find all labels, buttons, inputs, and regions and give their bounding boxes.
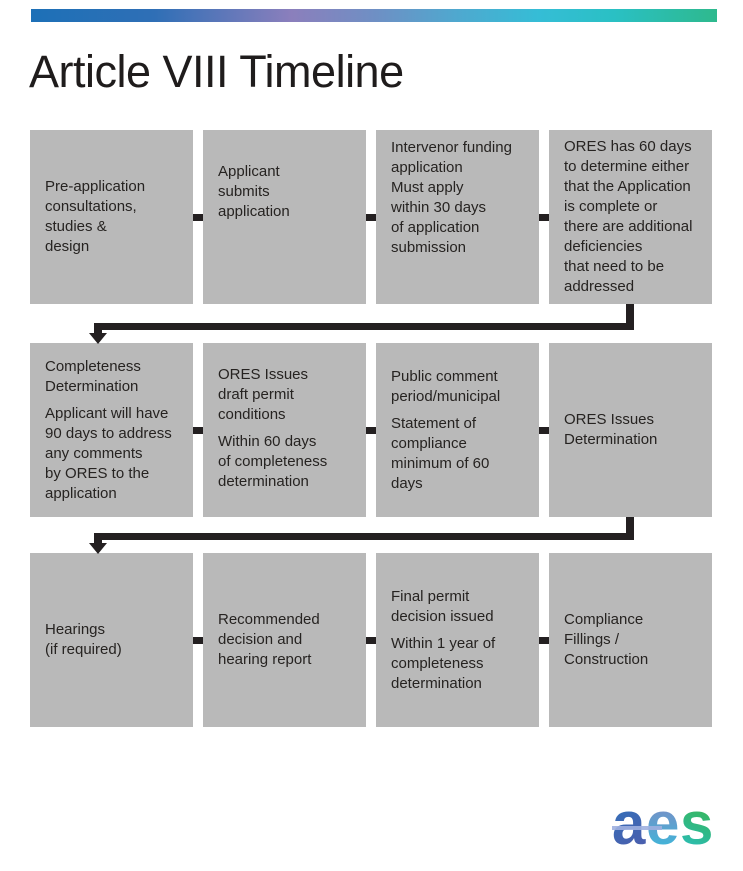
step-text: Applicant will have 90 days to address a… xyxy=(45,405,172,502)
step-applicant-submits-application: Applicant submits application xyxy=(203,130,366,304)
step-text: Final permit decision issued xyxy=(391,587,494,625)
connector-line xyxy=(193,636,203,644)
step-compliance-construction: Compliance Fillings / Construction xyxy=(549,553,712,727)
step-text: Statement of compliance minimum of 60 da… xyxy=(391,415,490,492)
wrap-arrow-horizontal xyxy=(94,533,634,540)
step-public-comment-period: Public comment period/municipal Statemen… xyxy=(376,343,539,517)
connector-line xyxy=(539,426,549,434)
wrap-arrow-vertical-right xyxy=(626,304,634,330)
wrap-arrow-2 xyxy=(30,517,712,554)
arrow-down-icon xyxy=(89,333,107,344)
wrap-arrow-vertical-left xyxy=(94,323,102,337)
step-text: Recommended decision and hearing report xyxy=(218,611,320,668)
wrap-arrow-vertical-left xyxy=(94,533,102,547)
step-intervenor-funding-application: Intervenor funding application Must appl… xyxy=(376,130,539,304)
step-completeness-determination: Completeness Determination Applicant wil… xyxy=(30,343,193,517)
step-text: Completeness Determination xyxy=(45,358,141,395)
logo-letter-s: s xyxy=(680,797,713,849)
step-ores-issues-determination: ORES Issues Determination xyxy=(549,343,712,517)
step-hearings: Hearings (if required) xyxy=(30,553,193,727)
step-ores-60-day-determination: ORES has 60 days to determine either tha… xyxy=(549,130,712,304)
header-gradient-bar xyxy=(31,9,717,22)
step-text: Within 1 year of completeness determinat… xyxy=(391,634,496,692)
step-text: ORES Issues Determination xyxy=(564,411,658,448)
step-pre-application-consultations: Pre-application consultations, studies &… xyxy=(30,130,193,304)
timeline-row-3: Hearings (if required) Recommended decis… xyxy=(30,553,712,727)
connector-line xyxy=(366,636,376,644)
logo-letter-a: a xyxy=(612,797,646,849)
step-text: Public comment period/municipal xyxy=(391,368,501,405)
arrow-down-icon xyxy=(89,543,107,554)
page-title: Article VIII Timeline xyxy=(29,46,404,97)
connector-line xyxy=(193,213,203,221)
wrap-arrow-1 xyxy=(30,304,712,344)
connector-line xyxy=(366,213,376,221)
connector-line xyxy=(366,426,376,434)
wrap-arrow-horizontal xyxy=(94,323,634,330)
step-text: Within 60 days of completeness determina… xyxy=(218,433,328,490)
step-text: Hearings (if required) xyxy=(45,621,122,658)
step-text: Pre-application consultations, studies &… xyxy=(45,178,146,255)
connector-line xyxy=(539,636,549,644)
timeline-row-1: Pre-application consultations, studies &… xyxy=(30,130,712,304)
wrap-arrow-vertical-right xyxy=(626,517,634,540)
step-recommended-decision: Recommended decision and hearing report xyxy=(203,553,366,727)
step-text: ORES has 60 days to determine either tha… xyxy=(564,138,693,295)
connector-line xyxy=(193,426,203,434)
step-text: Applicant submits application xyxy=(218,163,290,220)
step-ores-draft-permit-conditions: ORES Issues draft permit conditions With… xyxy=(203,343,366,517)
connector-line xyxy=(539,213,549,221)
step-text: ORES Issues draft permit conditions xyxy=(218,366,309,423)
aes-logo-graphic: a e s xyxy=(612,790,713,857)
step-text: Compliance Fillings / Construction xyxy=(564,611,649,668)
aes-logo: a e s xyxy=(612,790,716,857)
step-final-permit-decision: Final permit decision issued Within 1 ye… xyxy=(376,553,539,727)
logo-letter-e: e xyxy=(646,797,679,849)
timeline-row-2: Completeness Determination Applicant wil… xyxy=(30,343,712,517)
step-text: Intervenor funding application Must appl… xyxy=(391,139,512,256)
logo-crossbar xyxy=(612,826,662,830)
timeline-flow: Pre-application consultations, studies &… xyxy=(30,130,712,727)
